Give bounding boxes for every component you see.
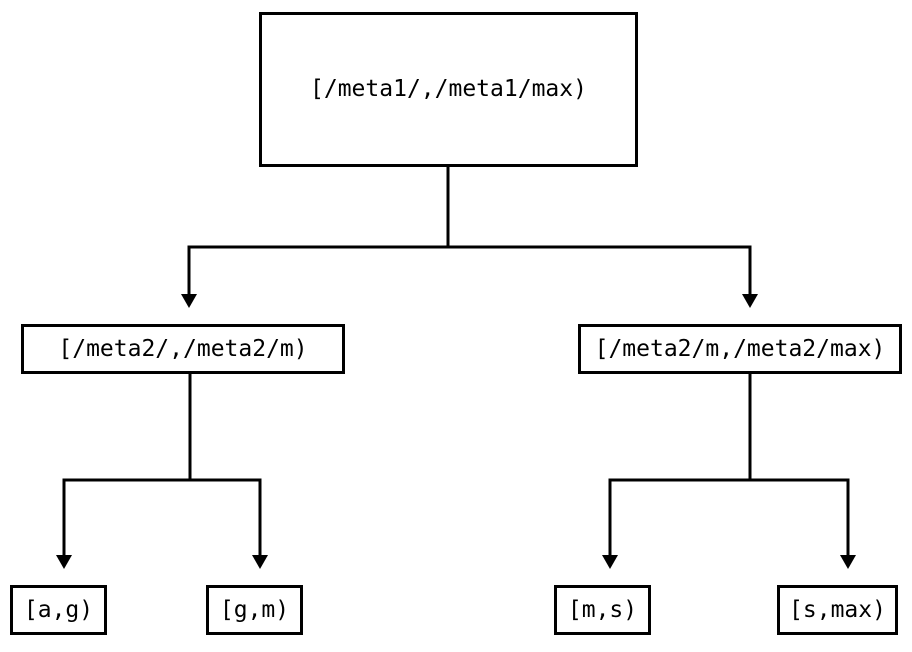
arrowhead-mid-left bbox=[181, 294, 197, 308]
tree-node-mid-right-label: [/meta2/m,/meta2/max) bbox=[594, 335, 886, 362]
edge-mid-left-to-leaf-gm bbox=[188, 374, 262, 556]
arrowhead-mid-right bbox=[742, 294, 758, 308]
tree-node-root-label: [/meta1/,/meta1/max) bbox=[310, 76, 587, 102]
tree-node-leaf-gm-label: [g,m) bbox=[219, 596, 290, 623]
edge-root-to-mid-left bbox=[187, 167, 450, 295]
tree-node-leaf-ag[interactable]: [a,g) bbox=[10, 585, 107, 635]
edge-root-to-mid-right bbox=[446, 167, 752, 295]
arrowhead-leaf-ag bbox=[56, 555, 72, 569]
tree-node-leaf-smax-label: [s,max) bbox=[789, 596, 886, 623]
arrowhead-leaf-ms bbox=[602, 555, 618, 569]
tree-node-mid-left-label: [/meta2/,/meta2/m) bbox=[58, 335, 308, 362]
tree-node-leaf-smax[interactable]: [s,max) bbox=[777, 585, 898, 635]
tree-node-mid-right[interactable]: [/meta2/m,/meta2/max) bbox=[578, 324, 902, 374]
edge-mid-right-to-leaf-ms bbox=[608, 374, 752, 556]
edge-mid-left-to-leaf-ag bbox=[62, 374, 192, 556]
tree-node-leaf-ms[interactable]: [m,s) bbox=[554, 585, 651, 635]
arrowhead-leaf-gm bbox=[252, 555, 268, 569]
tree-node-mid-left[interactable]: [/meta2/,/meta2/m) bbox=[21, 324, 345, 374]
tree-node-leaf-gm[interactable]: [g,m) bbox=[206, 585, 303, 635]
edge-mid-right-to-leaf-smax bbox=[748, 374, 850, 556]
arrowhead-leaf-smax bbox=[840, 555, 856, 569]
tree-node-root[interactable]: [/meta1/,/meta1/max) bbox=[259, 12, 638, 167]
tree-node-leaf-ag-label: [a,g) bbox=[23, 596, 94, 623]
tree-node-leaf-ms-label: [m,s) bbox=[567, 596, 638, 623]
